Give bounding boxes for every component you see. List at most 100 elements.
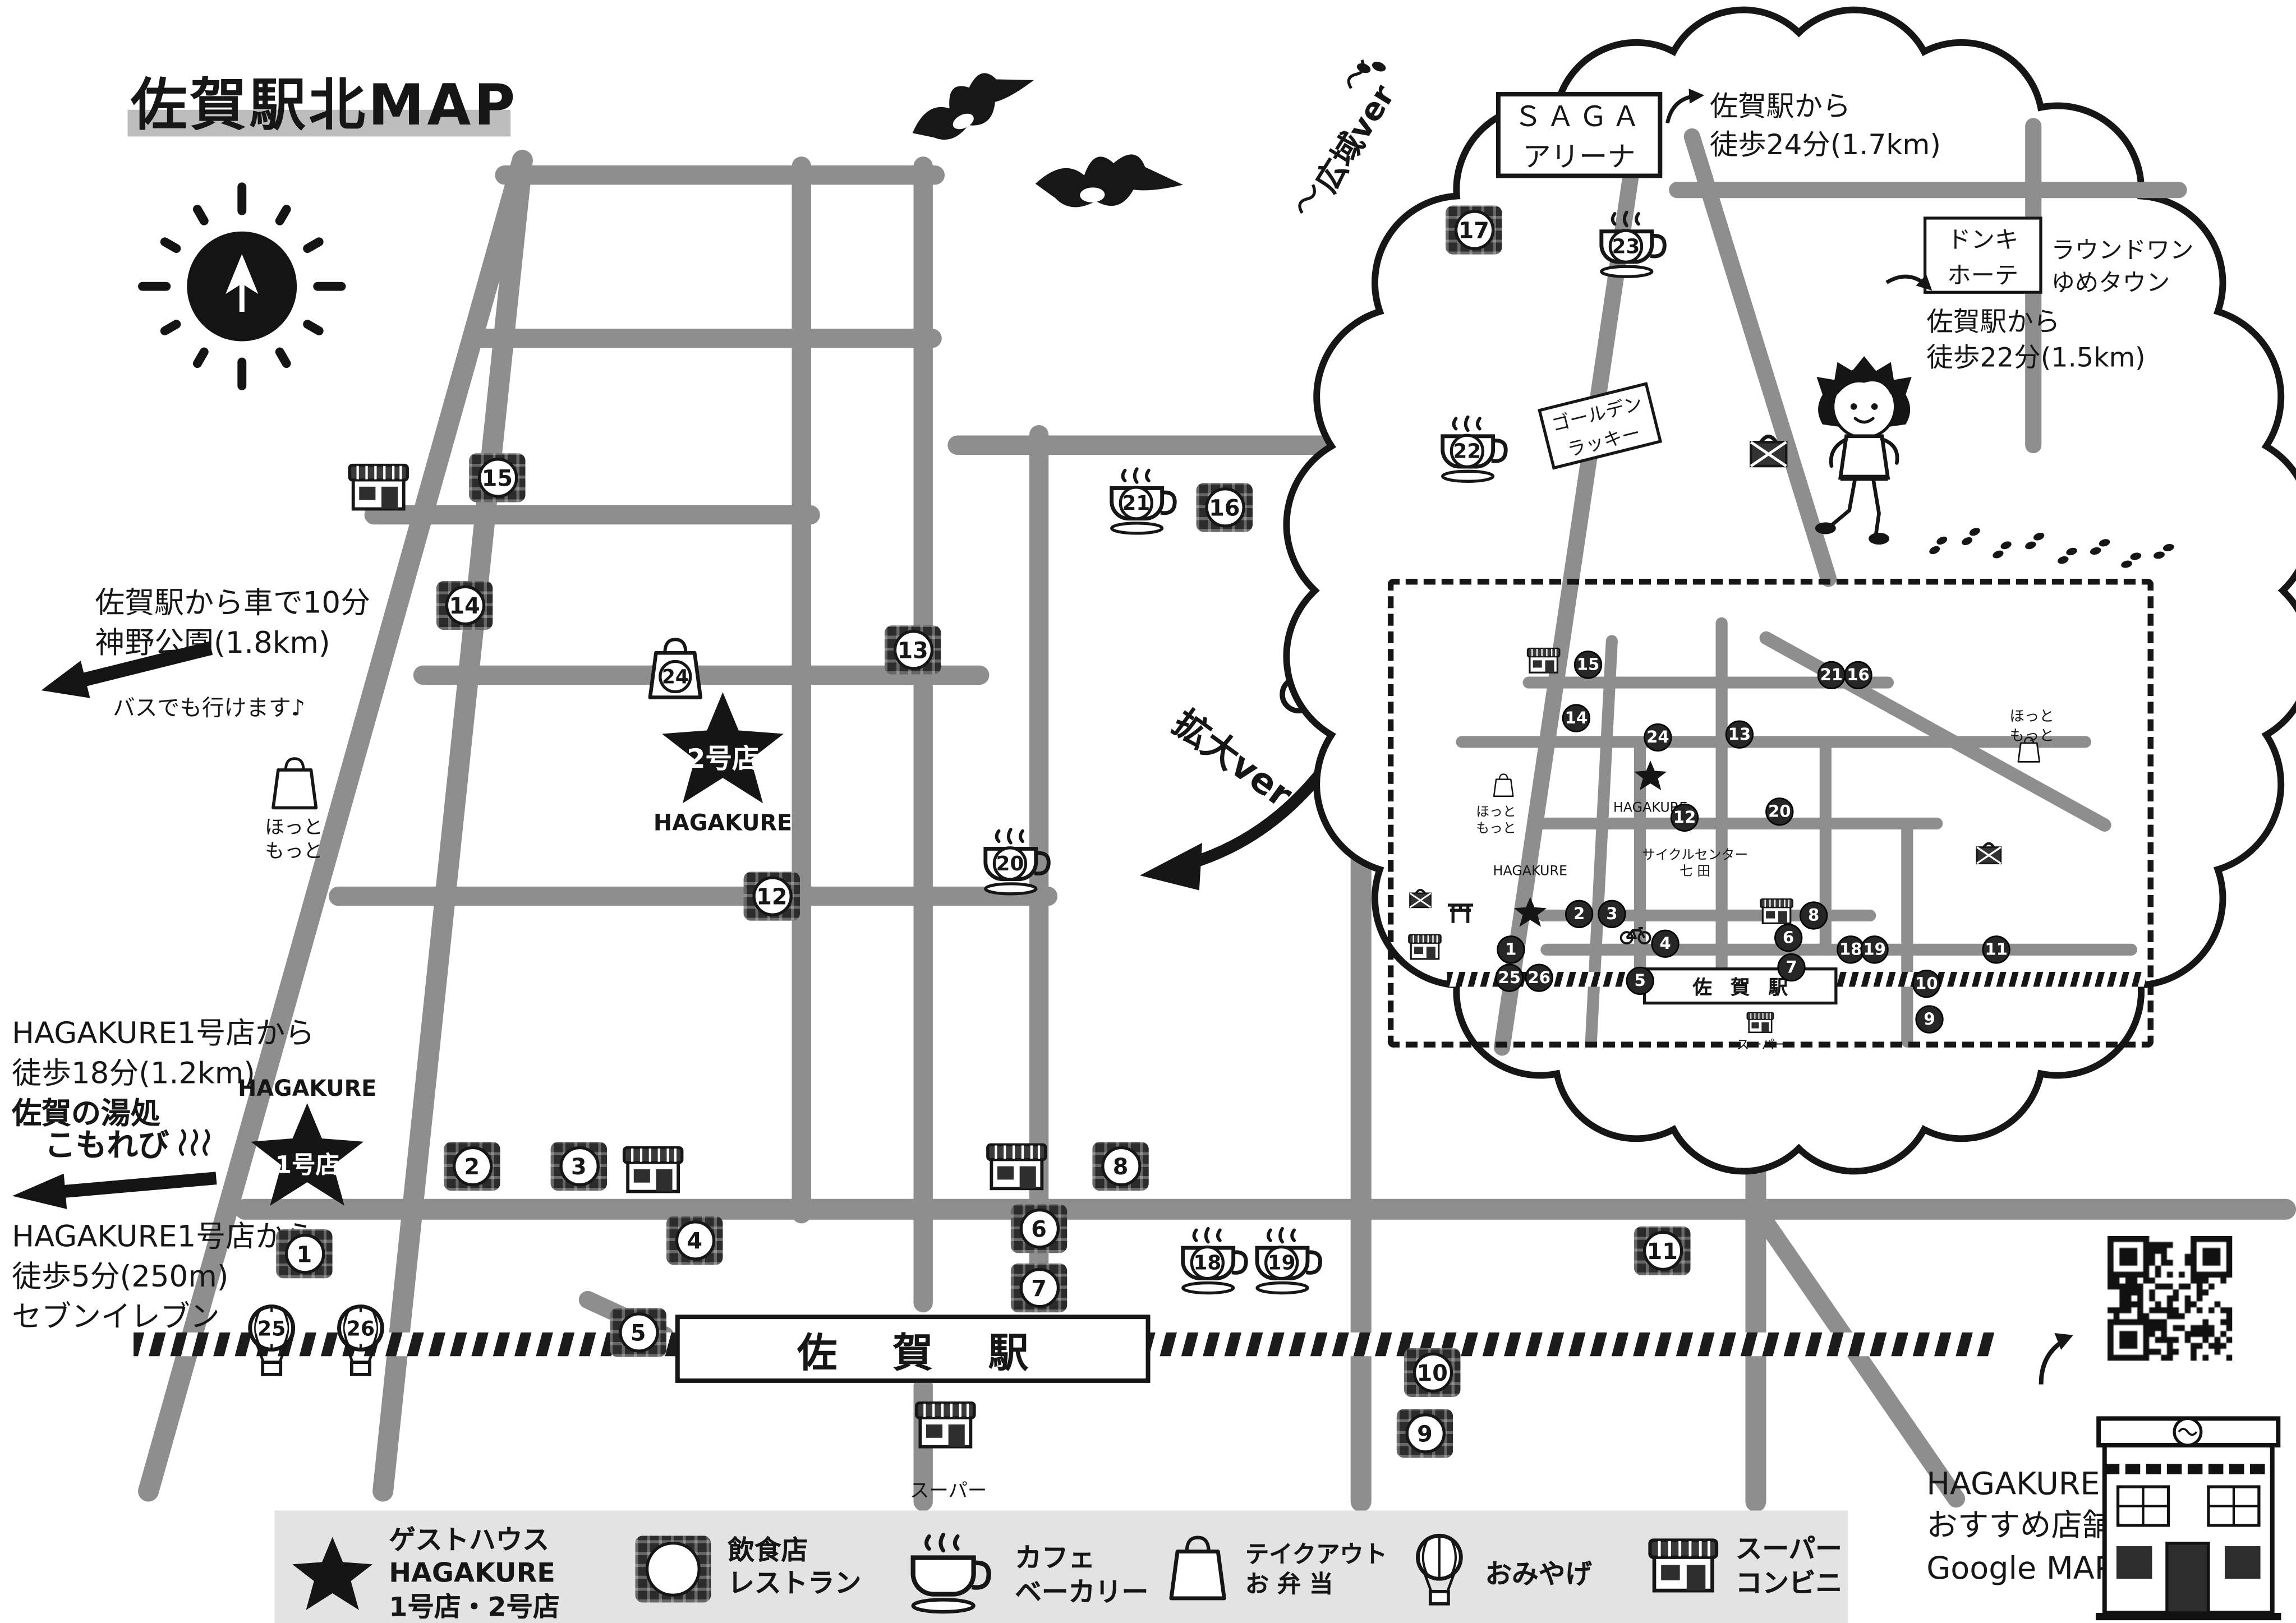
hotto-motto-marker: ほっと もっと	[265, 754, 323, 864]
road-segment	[1752, 1207, 1966, 1508]
minimap-number: 8	[1800, 901, 1828, 930]
footprints-icon	[1961, 527, 1980, 545]
minimap-number: 26	[1525, 963, 1553, 992]
minimap-label-line: もっと	[1476, 822, 1516, 837]
qr-code	[2108, 1235, 2233, 1367]
marker-number: 17	[1453, 210, 1494, 250]
takeout-icon	[1493, 773, 1514, 797]
compass-ray	[138, 282, 171, 291]
page-title: 佐賀駅北MAP	[130, 72, 518, 139]
arena-walk-note: 佐賀駅から 徒歩24分(1.7km)	[1710, 89, 1941, 165]
minimap-marker-24: 24	[1644, 723, 1672, 752]
legend-store-icon	[1648, 1534, 1719, 1602]
cafe-icon: 19	[1255, 1227, 1322, 1295]
minimap-gift-icon-4	[1409, 887, 1432, 915]
minimap-number: 2	[1565, 900, 1594, 928]
hagakure-1-label: HAGAKURE	[238, 1075, 377, 1102]
legend-label: お 弁 当	[1245, 1570, 1333, 1598]
takeout-bag-icon	[269, 757, 319, 817]
hagakure-building	[2095, 1416, 2281, 1621]
guesthouse-star-icon: 2号店	[662, 692, 784, 804]
minimap-number: 24	[1644, 723, 1672, 752]
bird-icon	[895, 56, 1049, 184]
marker-number: 8	[1100, 1146, 1141, 1187]
marker-takeout-24: 24	[646, 634, 705, 708]
arena-name: アリーナ	[1522, 141, 1636, 174]
marker-restaurant-1: 1	[276, 1229, 333, 1279]
road-segment	[372, 150, 533, 1502]
minimap-hagakure-label: HAGAKURE	[1493, 864, 1568, 880]
note-line: 佐賀駅から	[1709, 90, 1851, 123]
shopping-bag-icon	[1749, 434, 1789, 475]
minimap-number: 7	[1777, 953, 1806, 982]
marker-restaurant-3: 3	[550, 1141, 608, 1191]
minimap-gift-icon-5	[1975, 841, 2003, 871]
hagakure-2-store: 2号店	[687, 744, 759, 775]
minimap-hotto-left-label: ほっと もっと	[1476, 806, 1516, 840]
minimap-marker-7: 7	[1777, 953, 1806, 982]
restaurant-icon: 7	[1010, 1263, 1068, 1313]
komorebi-direction-arrow	[11, 1160, 218, 1214]
storefront-illustration	[2095, 1398, 2281, 1623]
note-line: HAGAKURE1号店から	[12, 1015, 315, 1051]
supermarket-icon-2	[622, 1142, 684, 1202]
gift-box-icon	[1976, 842, 2002, 865]
gift-box-icon	[1409, 888, 1432, 909]
restaurant-icon: 13	[884, 625, 941, 675]
minimap-number: 5	[1626, 966, 1654, 995]
supermarket-icon-1	[347, 460, 409, 519]
minimap-star-icon-7	[1634, 760, 1667, 791]
compass-ray	[273, 203, 293, 227]
minimap-marker-4: 4	[1651, 929, 1680, 958]
minimap-label-line: 七 田	[1679, 865, 1711, 880]
compass-ray	[158, 236, 183, 255]
qr-note-line: HAGAKURE	[1926, 1466, 2100, 1502]
marker-cafe-22: 22	[1434, 415, 1514, 490]
gift-box-icon	[1750, 434, 1788, 468]
marker-number: 10	[1412, 1352, 1452, 1393]
cafe-icon: 22	[1441, 415, 1508, 483]
marker-restaurant-12: 12	[743, 872, 800, 921]
marker-restaurant-5: 5	[610, 1308, 666, 1357]
minimap-torii-icon-6	[1446, 901, 1475, 930]
note-komorebi-name: こもれび	[44, 1122, 214, 1166]
note-line: HAGAKURE1号店から	[12, 1218, 315, 1254]
arena-name: ＳＡＧＡ	[1513, 100, 1645, 134]
marker-number: 15	[477, 458, 518, 498]
marker-number: 3	[559, 1146, 599, 1187]
souvenir-balloon-icon: 25	[248, 1304, 296, 1376]
guesthouse-star-icon	[1634, 760, 1667, 791]
minimap-super-label: スーパー	[1736, 1039, 1787, 1054]
takeout-icon	[270, 757, 317, 810]
hot-spring-icon	[178, 1129, 210, 1156]
note-line: 徒歩22分(1.5km)	[1926, 343, 2146, 375]
minimap-star-icon-8	[1513, 897, 1547, 928]
minimap-marker-26: 26	[1525, 963, 1553, 992]
souvenir-balloon-icon: 26	[337, 1304, 384, 1376]
qr-note: HAGAKURE おすすめ店舗 Google MAP	[1926, 1463, 2113, 1589]
compass-ray	[191, 203, 210, 227]
onsen-icon	[175, 1125, 214, 1164]
restaurant-icon	[635, 1536, 712, 1602]
minimap-marker-8: 8	[1800, 901, 1828, 930]
svg-text:20: 20	[996, 852, 1024, 875]
legend-label: 1号店・2号店	[389, 1591, 560, 1623]
guesthouse-star-icon: 1号店	[251, 1103, 364, 1206]
store-icon	[1648, 1538, 1719, 1593]
compass-ray	[313, 282, 346, 291]
minimap-marker-11: 11	[1982, 935, 2010, 964]
minimap-store-icon-0	[1526, 645, 1561, 681]
marker-number: 14	[444, 585, 485, 626]
minimap-marker-5: 5	[1626, 966, 1654, 995]
marker-cafe-21: 21	[1103, 467, 1183, 541]
restaurant-icon: 6	[1010, 1204, 1068, 1253]
saga-arena-box: ＳＡＧＡ アリーナ	[1496, 92, 1663, 178]
legend-takeout: テイクアウト お 弁 当	[1167, 1531, 1387, 1608]
svg-text:18: 18	[1194, 1252, 1222, 1275]
legend-label: おみやげ	[1485, 1560, 1592, 1592]
marker-restaurant-7: 7	[1010, 1263, 1068, 1313]
store-icon	[1746, 1012, 1774, 1034]
note-line: ラウンドワン	[2051, 236, 2194, 264]
store-icon	[1526, 647, 1561, 674]
